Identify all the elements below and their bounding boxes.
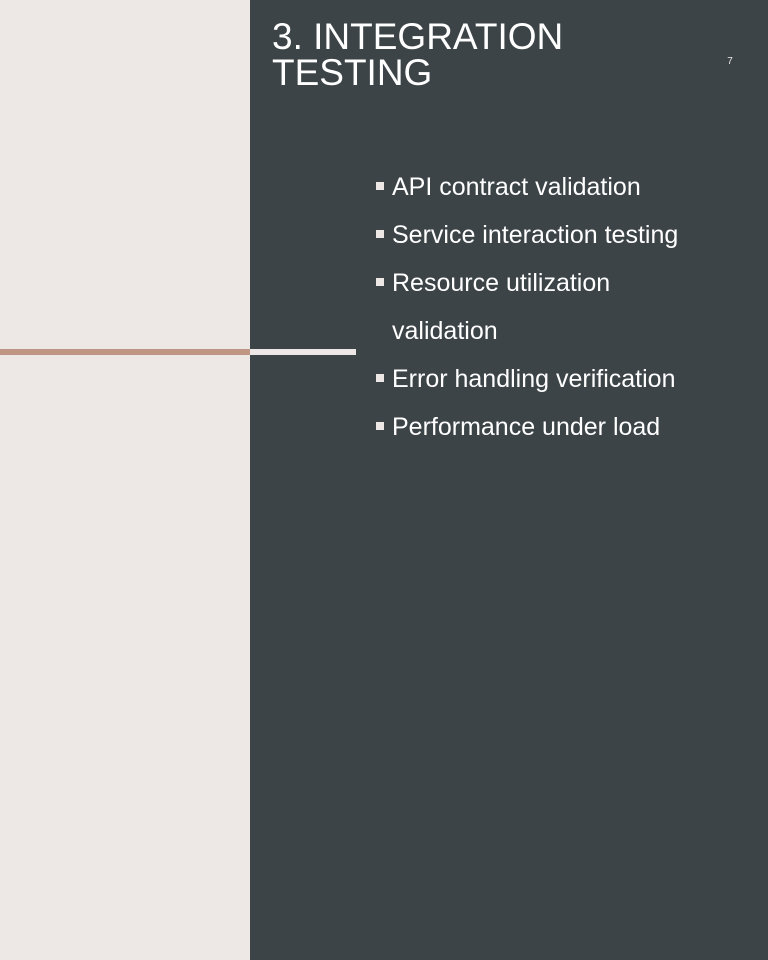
square-bullet-icon	[376, 182, 384, 190]
square-bullet-icon	[376, 278, 384, 286]
bullet-item: Performance under load	[376, 403, 716, 451]
accent-line-right	[250, 349, 356, 355]
bullet-text: API contract validation	[392, 173, 641, 201]
right-panel	[250, 0, 768, 960]
slide-title: 3. INTEGRATION TESTING	[272, 16, 564, 93]
bullet-item: Resource utilization validation	[376, 259, 716, 355]
bullet-text: Service interaction testing	[392, 221, 679, 249]
bullet-item: API contract validation	[376, 163, 716, 211]
bullet-text: Resource utilization validation	[392, 269, 611, 345]
bullet-item: Service interaction testing	[376, 211, 716, 259]
square-bullet-icon	[376, 422, 384, 430]
accent-line-left	[0, 349, 250, 355]
bullet-list: API contract validation Service interact…	[376, 163, 716, 451]
bullet-text: Error handling verification	[392, 365, 676, 393]
left-panel	[0, 0, 250, 960]
square-bullet-icon	[376, 374, 384, 382]
square-bullet-icon	[376, 230, 384, 238]
bullet-text: Performance under load	[392, 413, 661, 441]
bullet-item: Error handling verification	[376, 355, 716, 403]
slide-number: 7	[727, 56, 733, 67]
